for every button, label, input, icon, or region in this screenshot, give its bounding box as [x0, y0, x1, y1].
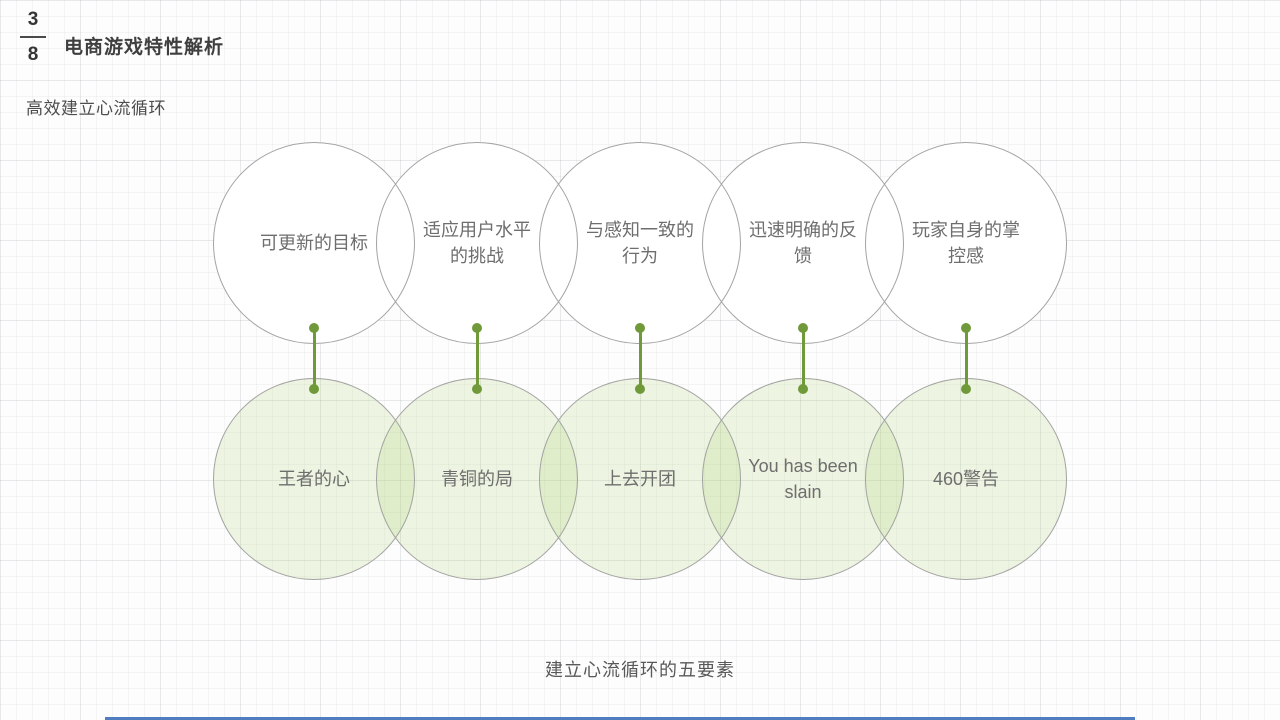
example-label: 460警告: [932, 468, 1000, 489]
slide-subtitle: 高效建立心流循环: [26, 99, 166, 118]
example-label: 王者的心: [278, 468, 350, 489]
connector-dot-top: [472, 323, 482, 333]
page-fraction: 3 8: [18, 10, 48, 64]
example-circle: 460警告: [865, 378, 1067, 580]
connector-dot-bottom: [309, 384, 319, 394]
connector-dot-bottom: [635, 384, 645, 394]
bottom-accent-bar: [105, 717, 1135, 720]
connector-line: [638, 328, 642, 389]
element-circle: 玩家自身的掌控感: [865, 142, 1067, 344]
connector-line: [801, 328, 805, 389]
element-circle: 与感知一致的行为: [539, 142, 741, 344]
connector-line: [475, 328, 479, 389]
page-total: 8: [27, 44, 39, 65]
element-label: 适应用户水平的挑战: [423, 219, 531, 266]
connector-dot-bottom: [472, 384, 482, 394]
connector-line: [964, 328, 968, 389]
example-label: 上去开团: [604, 468, 676, 489]
element-label: 玩家自身的掌控感: [912, 219, 1020, 266]
element-label: 与感知一致的行为: [586, 219, 694, 266]
slide-caption: 建立心流循环的五要素: [545, 660, 735, 680]
slide-title: 电商游戏特性解析: [64, 37, 225, 58]
page-number: 3: [27, 9, 39, 30]
connector-line: [312, 328, 316, 389]
connector-dot-top: [635, 323, 645, 333]
example-label: 青铜的局: [441, 468, 513, 489]
connector-dot-top: [961, 323, 971, 333]
connector-dot-bottom: [798, 384, 808, 394]
fraction-divider: [20, 36, 46, 38]
connector-dot-top: [309, 323, 319, 333]
element-label: 可更新的目标: [260, 232, 368, 253]
connector-dot-bottom: [961, 384, 971, 394]
element-label: 迅速明确的反馈: [749, 219, 857, 266]
connector-dot-top: [798, 323, 808, 333]
example-label: You has been slain: [748, 455, 858, 502]
